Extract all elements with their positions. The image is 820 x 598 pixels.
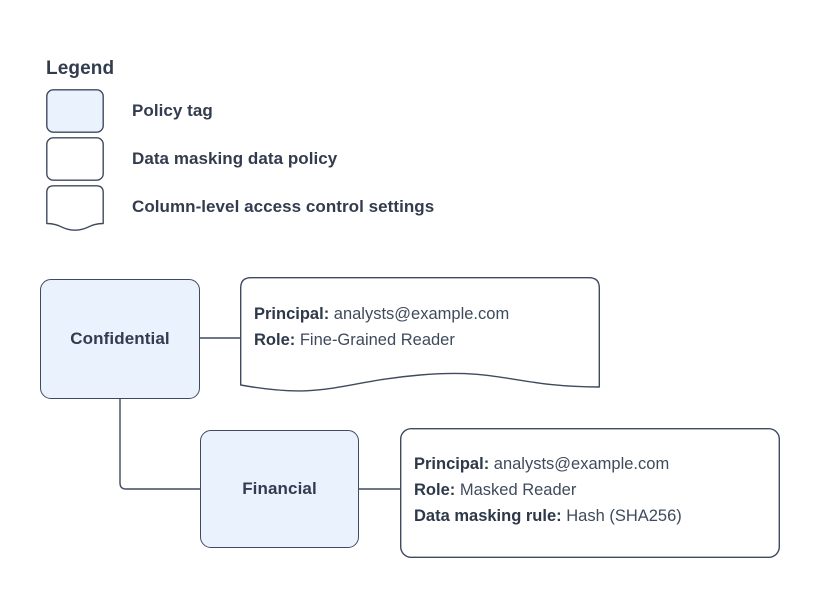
legend-item-label: Policy tag: [132, 101, 213, 120]
callout-line-value: analysts@example.com: [493, 455, 670, 473]
callout-rect-shape: [399, 427, 781, 559]
callout-financial-masking-policy[interactable]: Principal: analysts@example.com Role: Ma…: [399, 427, 781, 559]
callout-financial-lines: Principal: analysts@example.com Role: Ma…: [414, 451, 682, 529]
callout-line-key: Principal:: [254, 305, 330, 323]
callout-line-key: Data masking rule:: [414, 507, 562, 525]
callout-line: Principal: analysts@example.com: [414, 451, 682, 477]
callout-line-key: Role:: [254, 331, 296, 349]
legend-item-data-masking-policy: Data masking data policy: [46, 137, 666, 185]
callout-confidential-access-settings[interactable]: Principal: analysts@example.com Role: Fi…: [240, 277, 600, 401]
callout-line-value: Fine-Grained Reader: [299, 331, 455, 349]
node-confidential[interactable]: Confidential: [40, 279, 200, 399]
callout-line: Data masking rule: Hash (SHA256): [414, 503, 682, 529]
column-level-access-swatch-icon: [46, 185, 104, 231]
edge-confidential-to-financial: [119, 399, 200, 490]
legend-title: Legend: [46, 58, 115, 79]
callout-line-value: Hash (SHA256): [566, 507, 682, 525]
callout-line-key: Role:: [414, 481, 456, 499]
callout-line: Role: Masked Reader: [414, 477, 682, 503]
callout-line-value: analysts@example.com: [333, 305, 510, 323]
callout-wave-shape: [240, 277, 600, 392]
callout-confidential-lines: Principal: analysts@example.com Role: Fi…: [254, 301, 509, 353]
legend-item-label: Data masking data policy: [132, 149, 338, 168]
callout-line: Role: Fine-Grained Reader: [254, 327, 509, 353]
legend-item-label: Column-level access control settings: [132, 197, 435, 216]
callout-line-key: Principal:: [414, 455, 490, 473]
callout-line-value: Masked Reader: [459, 481, 577, 499]
callout-line: Principal: analysts@example.com: [254, 301, 509, 327]
legend-item-policy-tag: Policy tag: [46, 89, 666, 137]
data-masking-policy-swatch-icon: [46, 137, 104, 181]
node-financial[interactable]: Financial: [200, 430, 359, 548]
legend-item-column-level-access: Column-level access control settings: [46, 185, 666, 233]
legend: Legend Policy tag Data masking data poli…: [46, 58, 666, 233]
policy-tag-swatch-icon: [46, 89, 104, 133]
